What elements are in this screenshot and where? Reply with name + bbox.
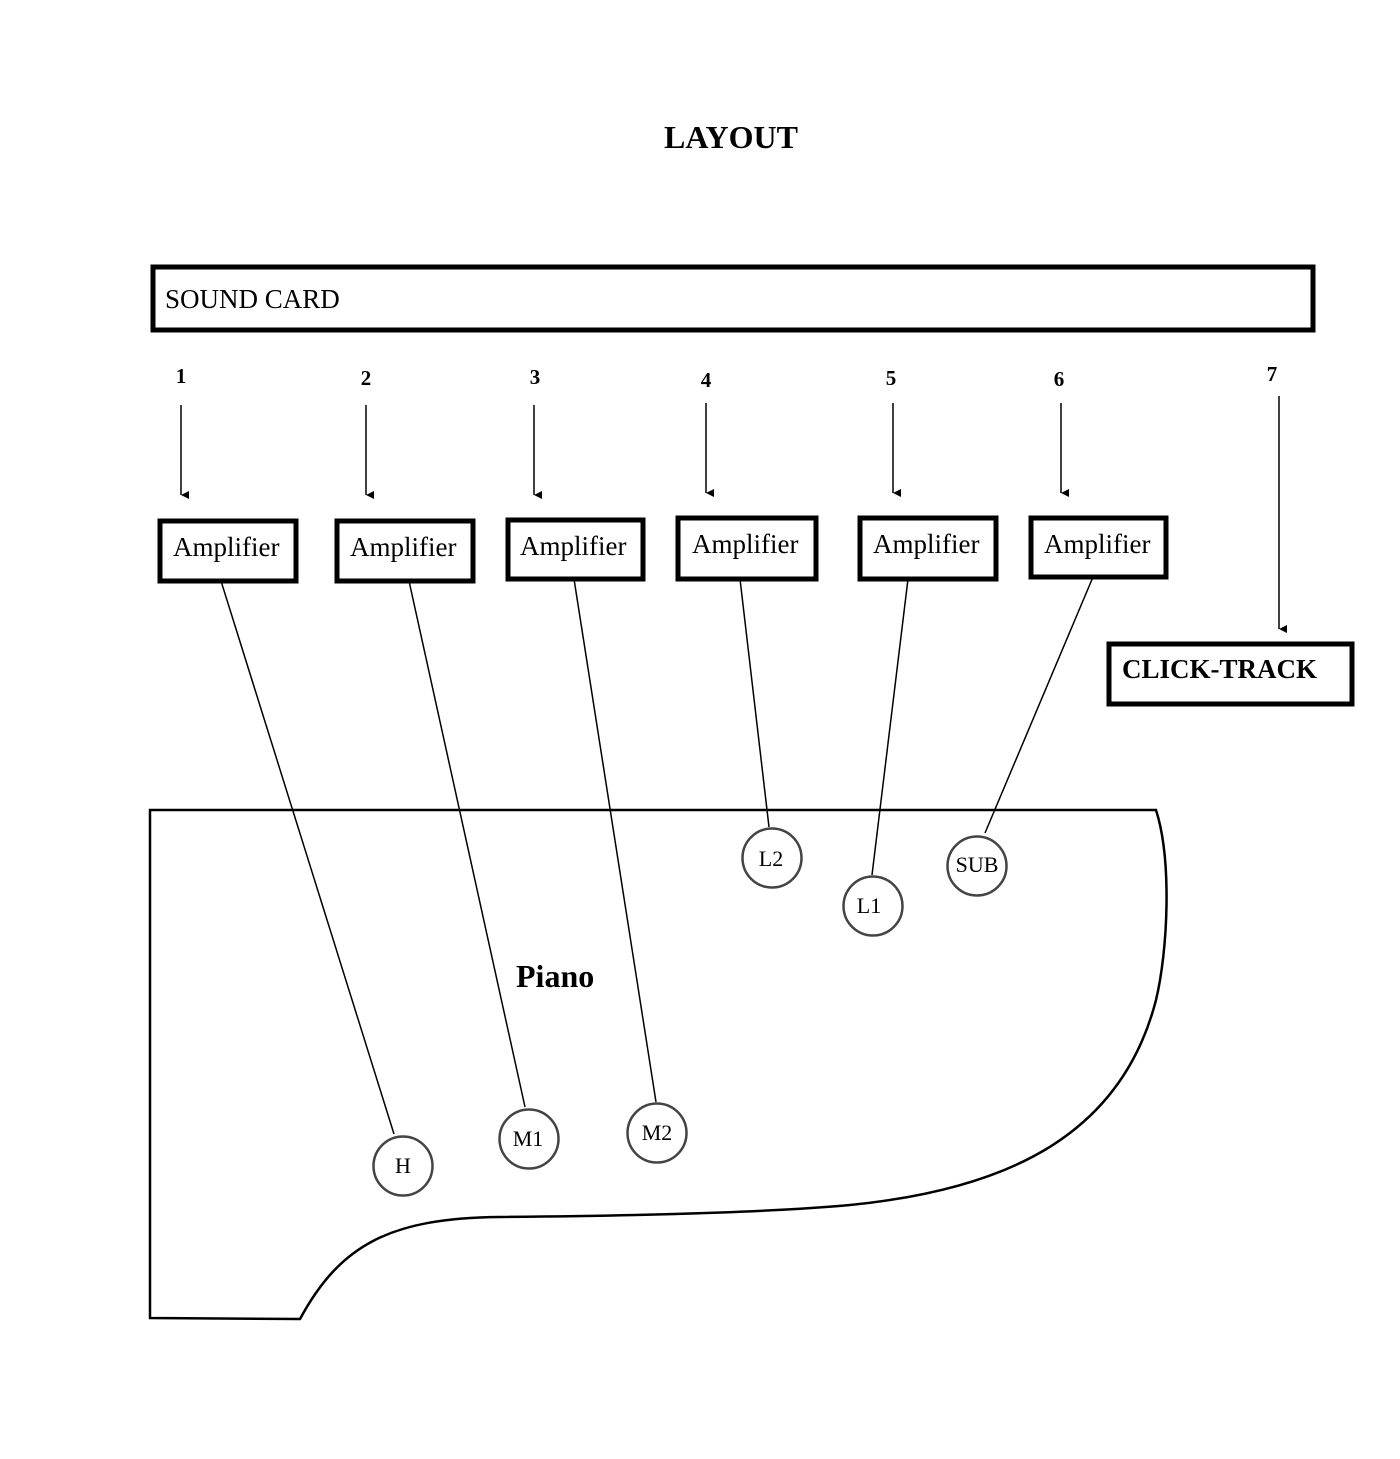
- amplifier-label-3: Amplifier: [520, 531, 626, 561]
- mic-label-l2: L2: [759, 846, 783, 871]
- click-track-label: CLICK-TRACK: [1122, 654, 1317, 684]
- mic-l1: L1: [842, 875, 904, 937]
- mic-m1: M1: [498, 1108, 560, 1170]
- amplifier-label-6: Amplifier: [1044, 529, 1150, 559]
- channel-number-4: 4: [701, 368, 712, 392]
- amplifier-label-1: Amplifier: [173, 532, 279, 562]
- sound-card-box: SOUND CARD: [150, 264, 1316, 333]
- amplifier-label-2: Amplifier: [350, 532, 456, 562]
- mic-label-l1: L1: [857, 893, 881, 918]
- mic-label-m1: M1: [513, 1126, 544, 1151]
- amplifier-label-5: Amplifier: [873, 529, 979, 559]
- amplifier-6: Amplifier: [1028, 515, 1169, 580]
- cable-l1: [871, 578, 909, 876]
- mic-h: H: [372, 1135, 434, 1197]
- cable-m1: [408, 580, 526, 1108]
- channel-number-1: 1: [176, 364, 187, 388]
- channel-number-5: 5: [886, 366, 897, 390]
- sound-card-label: SOUND CARD: [165, 284, 340, 314]
- amplifier-1: Amplifier: [157, 518, 299, 584]
- click-track-box: CLICK-TRACK: [1106, 641, 1355, 707]
- mic-m2: M2: [626, 1102, 688, 1164]
- amplifier-label-4: Amplifier: [692, 529, 798, 559]
- channel-number-2: 2: [361, 366, 372, 390]
- mic-sub: SUB: [946, 835, 1008, 897]
- cable-sub: [984, 576, 1094, 834]
- mic-label-h: H: [395, 1153, 411, 1178]
- amplifier-4: Amplifier: [675, 515, 819, 582]
- cable-h: [220, 580, 395, 1135]
- diagram-title: LAYOUT: [664, 119, 798, 155]
- channel-numbers: 1 2 3 4 5 6 7: [176, 362, 1278, 392]
- amplifier-5: Amplifier: [857, 515, 999, 582]
- mic-l2: L2: [741, 827, 803, 889]
- channel-number-6: 6: [1054, 367, 1065, 391]
- cable-m2: [573, 578, 657, 1103]
- amplifier-3: Amplifier: [505, 517, 646, 582]
- piano-outline: [148, 808, 1168, 1321]
- piano-label: Piano: [516, 958, 594, 994]
- amplifier-2: Amplifier: [334, 518, 476, 584]
- channel-number-3: 3: [530, 365, 541, 389]
- channel-arrows: [180, 396, 1287, 633]
- mic-label-m2: M2: [642, 1120, 673, 1145]
- mic-cables: [220, 576, 1094, 1135]
- channel-number-7: 7: [1267, 362, 1278, 386]
- mic-label-sub: SUB: [956, 852, 999, 877]
- cable-l2: [739, 578, 770, 828]
